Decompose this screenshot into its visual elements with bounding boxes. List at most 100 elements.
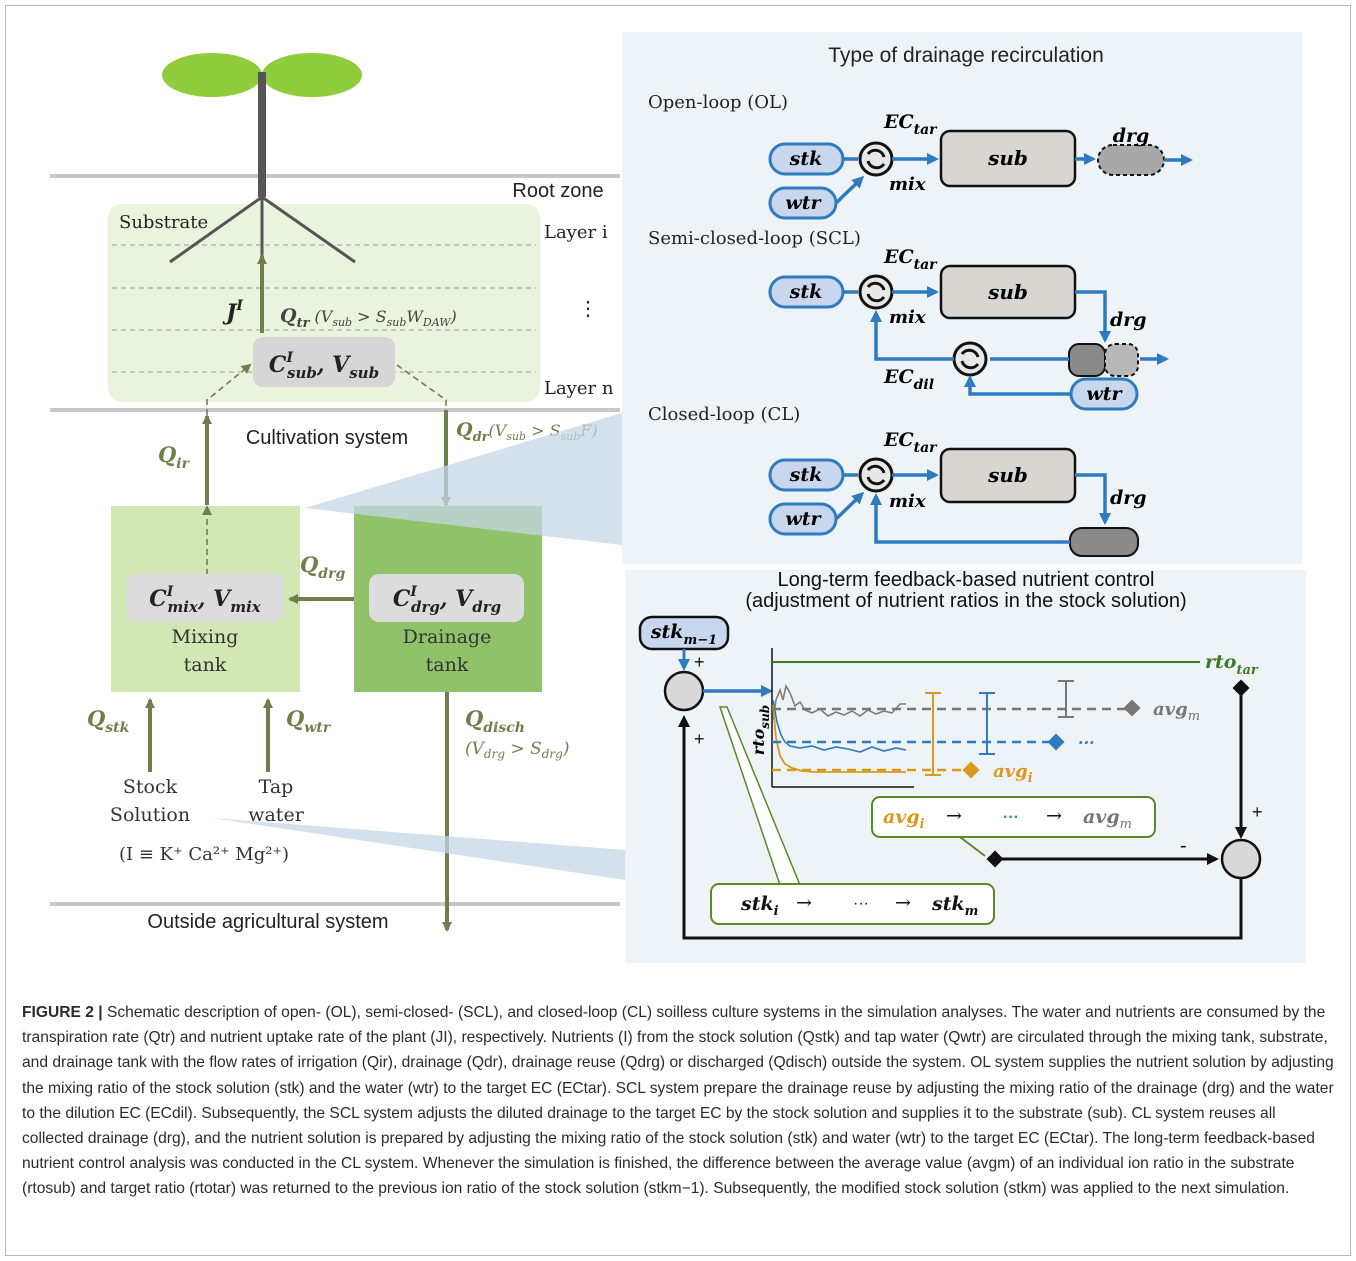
scl-ec-dil: ECdil bbox=[883, 366, 934, 393]
summing-junction-1 bbox=[663, 670, 705, 712]
cl-mix-text: mix bbox=[889, 491, 926, 512]
scl-stk-text: stk bbox=[789, 281, 823, 303]
scl-ec-tar: ECtar bbox=[883, 246, 938, 273]
tap-water-label: Tap bbox=[259, 776, 294, 798]
scl-dilution-mixer-icon bbox=[952, 341, 988, 377]
rto-sub-axis-label: rtosub bbox=[749, 705, 772, 755]
feedback-title-line1: Long-term feedback-based nutrient contro… bbox=[778, 569, 1155, 591]
ol-mix-text: mix bbox=[889, 174, 926, 195]
avg-box-pointer bbox=[959, 836, 986, 857]
rto-target-tap bbox=[1232, 679, 1250, 697]
rto-target-label: rtotar bbox=[1205, 651, 1259, 678]
layer-ellipsis: ⋮ bbox=[578, 296, 598, 320]
avg-m-label: avgm bbox=[1153, 699, 1200, 724]
stk-sequence-last: stkm bbox=[931, 893, 978, 919]
ol-sub-text: sub bbox=[987, 146, 1028, 170]
avg-blue-ellipsis: ··· bbox=[1078, 733, 1095, 752]
avg-sequence-last: avgm bbox=[1083, 806, 1132, 832]
cl-drain-tank bbox=[1069, 527, 1139, 557]
scl-mix-text: mix bbox=[889, 307, 926, 328]
callout-wedge-top bbox=[305, 413, 622, 545]
scl-wtr-text: wtr bbox=[1086, 383, 1123, 405]
caption-text: Schematic description of open- (OL), sem… bbox=[22, 1004, 1334, 1198]
j-label: JI bbox=[222, 298, 243, 326]
avg-tap bbox=[986, 850, 1004, 868]
layer-i-label: Layer i bbox=[544, 222, 608, 243]
cl-recycle-arrow bbox=[870, 493, 1070, 544]
substrate-label: Substrate bbox=[119, 212, 208, 233]
mixing-tank-label-2: tank bbox=[184, 654, 227, 676]
layer-n-label: Layer n bbox=[544, 378, 614, 399]
series-gray-curve bbox=[772, 683, 906, 721]
caption-label: FIGURE 2 | bbox=[22, 1004, 103, 1021]
outside-system-label: Outside agricultural system bbox=[147, 911, 388, 933]
drainage-tank-label-2: tank bbox=[426, 654, 469, 676]
scl-drain-arrow bbox=[1075, 290, 1111, 343]
cl-sub-text: sub bbox=[987, 463, 1028, 487]
avg-blue-marker bbox=[1047, 733, 1065, 751]
avg-sequence-first: avgi bbox=[883, 806, 925, 832]
scl-water-arrow bbox=[964, 375, 1071, 396]
figure-diagram: Root zone Substrate Layer i ⋮ Layer n JI… bbox=[50, 32, 1306, 963]
substrate-box bbox=[253, 337, 395, 387]
feedback-return-arrow bbox=[678, 715, 1243, 940]
q-disch-label: Qdisch bbox=[465, 706, 525, 736]
stock-solution-label: Stock bbox=[123, 776, 178, 798]
error-bar-gray bbox=[1058, 680, 1074, 718]
avg-i-label: avgi bbox=[993, 761, 1033, 786]
scl-drg-text: drg bbox=[1110, 309, 1147, 331]
stk-sequence-box bbox=[710, 883, 995, 925]
mixing-box bbox=[126, 574, 284, 622]
stock-solution-label-2: Solution bbox=[110, 804, 190, 826]
plant-icon bbox=[162, 53, 362, 267]
callout-wedge-bottom bbox=[212, 818, 625, 880]
sum2-plus: + bbox=[1252, 802, 1263, 822]
avg-i-marker bbox=[962, 761, 980, 779]
mixing-tank-label: Mixing bbox=[172, 626, 239, 648]
drainage-tank-label: Drainage bbox=[403, 626, 492, 648]
recirculation-title: Type of drainage recirculation bbox=[828, 44, 1104, 67]
ol-stk-text: stk bbox=[789, 148, 823, 170]
cultivation-label: Cultivation system bbox=[246, 427, 408, 449]
scl-drain-tank bbox=[1068, 343, 1106, 377]
sum1-plus-top: + bbox=[694, 652, 705, 672]
q-tr-label: Qtr (Vsub > SsubWDAW) bbox=[280, 305, 457, 331]
error-bar-blue bbox=[979, 692, 995, 755]
q-drg-label: Qdrg bbox=[300, 552, 345, 582]
stk-sequence-first: stki bbox=[740, 893, 779, 919]
figure-caption: FIGURE 2 | Schematic description of open… bbox=[22, 1000, 1334, 1202]
ol-label: Open-loop (OL) bbox=[648, 92, 788, 113]
q-wtr-label: Qwtr bbox=[286, 706, 332, 736]
cl-label: Closed-loop (CL) bbox=[648, 404, 800, 425]
stk-sequence-arrow-2: → bbox=[895, 892, 911, 914]
tap-water-label-2: water bbox=[248, 804, 304, 826]
cl-ec-tar: ECtar bbox=[883, 429, 938, 456]
scl-discharge-tank bbox=[1104, 343, 1139, 377]
figure-frame bbox=[5, 5, 1351, 1256]
ol-drg-node bbox=[1097, 144, 1165, 176]
feedback-title-line2: (adjustment of nutrient ratios in the st… bbox=[745, 590, 1186, 612]
cl-mixer-icon bbox=[858, 457, 894, 493]
stk-sequence-ellipsis: ··· bbox=[853, 895, 869, 912]
avg-sequence-ellipsis: ··· bbox=[1003, 809, 1019, 826]
ol-wtr-link bbox=[834, 175, 865, 205]
ol-wtr-text: wtr bbox=[785, 192, 822, 214]
cl-wtr-text: wtr bbox=[785, 508, 822, 530]
cl-stk-text: stk bbox=[789, 464, 823, 486]
cl-drain-arrow bbox=[1075, 473, 1111, 525]
avg-sequence-arrow-1: → bbox=[946, 805, 962, 827]
avg-m-marker bbox=[1123, 699, 1141, 717]
error-bar-orange bbox=[925, 692, 941, 776]
summing-junction-2 bbox=[1220, 838, 1262, 880]
sum2-minus: - bbox=[1180, 835, 1187, 857]
scl-recycle-arrow bbox=[870, 310, 954, 361]
ol-drg-text: drg bbox=[1113, 125, 1150, 147]
q-stk-label: Qstk bbox=[87, 706, 130, 736]
cultivation-diagram: Root zone Substrate Layer i ⋮ Layer n JI… bbox=[50, 53, 625, 933]
series-blue-curve bbox=[772, 699, 907, 753]
stk-prev-text: stkm−1 bbox=[650, 621, 717, 648]
substrate-area bbox=[108, 204, 540, 402]
